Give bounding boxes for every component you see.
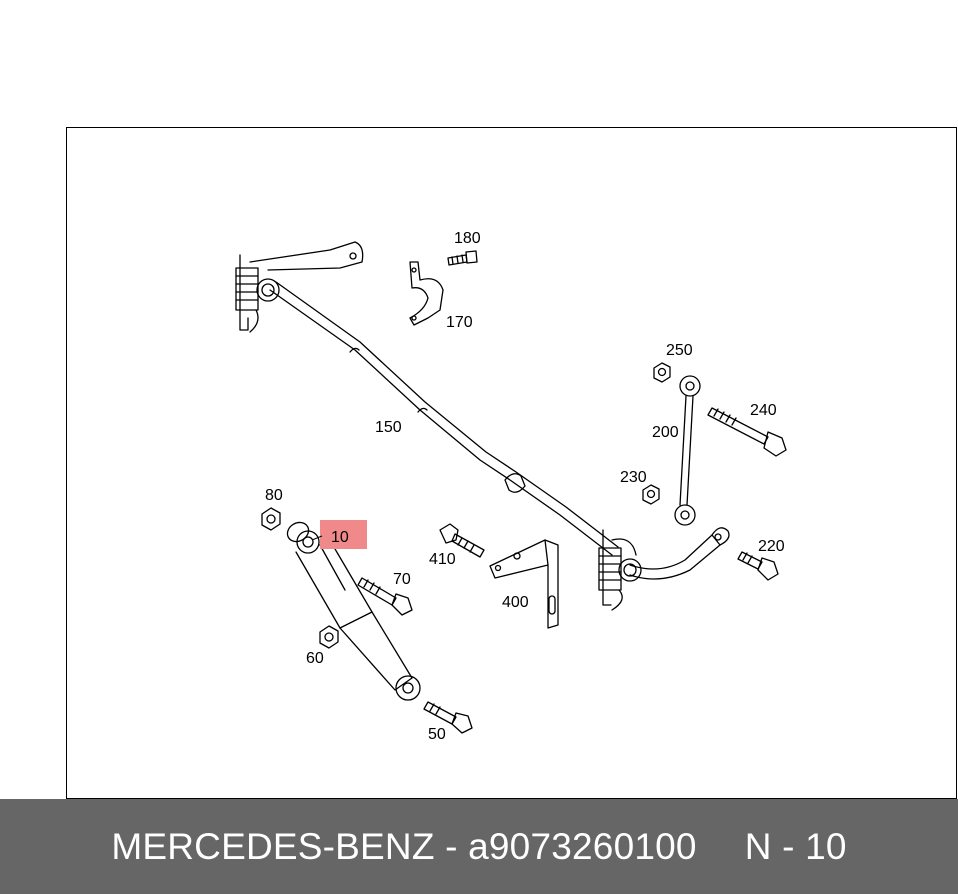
- part-label-70: 70: [393, 571, 411, 588]
- bolt-240[interactable]: [707, 407, 787, 457]
- part-label-220: 220: [758, 538, 785, 555]
- part-label-180: 180: [454, 230, 481, 247]
- bolt-410[interactable]: [439, 523, 485, 558]
- bolt-220[interactable]: [737, 551, 779, 581]
- part-label-10: 10: [331, 529, 349, 546]
- clamp-170[interactable]: [409, 261, 444, 326]
- footer-brand: MERCEDES-BENZ: [111, 825, 435, 867]
- highlight-box: [320, 520, 367, 549]
- bracket-400[interactable]: [489, 539, 559, 629]
- part-label-200: 200: [652, 424, 679, 441]
- footer-position-label: N - 10: [744, 825, 847, 867]
- nut-60[interactable]: [319, 625, 339, 649]
- stabilizer-mount-right: [598, 529, 642, 611]
- stabilizer-mount-left: [235, 241, 364, 333]
- nut-250[interactable]: [653, 362, 671, 383]
- part-label-240: 240: [750, 402, 777, 419]
- part-label-60: 60: [306, 650, 324, 667]
- leader-lines: [311, 535, 323, 541]
- part-label-170: 170: [446, 314, 473, 331]
- nut-230[interactable]: [642, 484, 660, 505]
- part-label-80: 80: [265, 487, 283, 504]
- part-label-250: 250: [666, 342, 693, 359]
- footer-separator: -: [445, 825, 458, 867]
- shock-absorber-10[interactable]: [284, 519, 421, 701]
- stabilizer-bar-150[interactable]: [269, 281, 730, 580]
- bolt-180[interactable]: [447, 250, 478, 266]
- part-label-50: 50: [428, 726, 446, 743]
- part-label-230: 230: [620, 469, 647, 486]
- link-rod-200[interactable]: [674, 375, 701, 526]
- diagram-frame: [66, 127, 957, 799]
- part-label-400: 400: [502, 594, 529, 611]
- footer-part-number: a9073260100: [468, 825, 697, 867]
- part-label-150: 150: [375, 419, 402, 436]
- nut-80[interactable]: [261, 507, 281, 531]
- part-label-410: 410: [429, 551, 456, 568]
- bolt-70[interactable]: [357, 577, 413, 616]
- footer-bar: MERCEDES-BENZ - a9073260100 N - 10: [0, 799, 958, 894]
- bolt-50[interactable]: [423, 701, 473, 734]
